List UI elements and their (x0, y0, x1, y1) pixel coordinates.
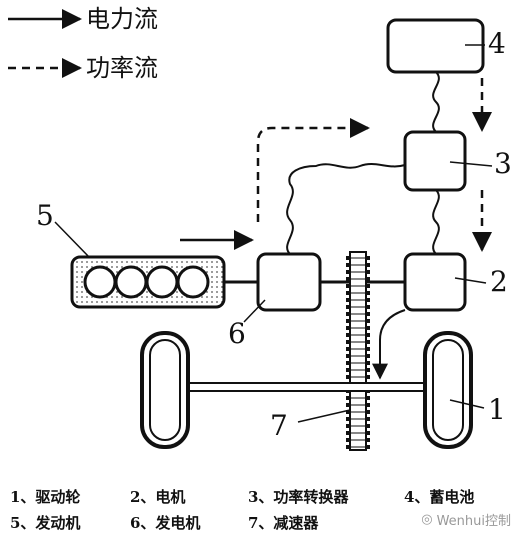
battery-converter-cable (432, 71, 440, 133)
caption-drive-wheel: 1、驱动轮 (10, 488, 81, 506)
watermark-text: Wenhui控制 (436, 514, 511, 529)
gear-tooth (366, 298, 370, 302)
caption-battery: 4、蓄电池 (404, 488, 475, 506)
gear-tooth (366, 445, 370, 449)
gear-tooth (346, 263, 350, 267)
gear-tooth (346, 438, 350, 442)
gear-tooth (346, 445, 350, 449)
generator-box (256, 252, 322, 312)
gear-tooth (366, 396, 370, 400)
callout-4: 4 (488, 27, 506, 60)
watermark: ◎ Wenhui控制 (421, 510, 511, 529)
callout-3: 3 (494, 147, 512, 180)
leader-6 (243, 299, 266, 323)
gear-tooth (346, 368, 350, 372)
caption-generator: 6、发电机 (130, 514, 201, 532)
callout-2: 2 (490, 265, 508, 298)
gear-tooth (366, 277, 370, 281)
callout-1: 1 (488, 393, 506, 426)
leader-2 (454, 277, 487, 284)
leader-3 (449, 161, 493, 167)
gear-tooth (346, 361, 350, 365)
callout-6: 6 (228, 317, 246, 350)
gear-tooth (346, 375, 350, 379)
motor-box (403, 252, 467, 312)
gear-tooth (366, 354, 370, 358)
right-wheel (423, 331, 473, 449)
gear-tooth (346, 431, 350, 435)
gear-tooth (366, 333, 370, 337)
gear-tooth (366, 326, 370, 330)
gear-tooth (346, 424, 350, 428)
gear-tooth (346, 410, 350, 414)
gear-tooth (366, 361, 370, 365)
gear-tooth (366, 438, 370, 442)
legend-power-flow-label: 电力流 (86, 5, 158, 33)
gear-tooth (366, 319, 370, 323)
caption-reducer: 7、减速器 (248, 514, 319, 532)
watermark-icon: ◎ (421, 512, 433, 527)
caption-motor: 2、电机 (130, 488, 186, 506)
gear-tooth (346, 256, 350, 260)
gear-tooth (346, 340, 350, 344)
leader-5 (54, 221, 91, 259)
gear-tooth (346, 305, 350, 309)
caption-engine: 5、发动机 (10, 514, 81, 532)
gear-tooth (346, 417, 350, 421)
gear-tooth (366, 263, 370, 267)
gear-tooth (366, 431, 370, 435)
gear-tooth (366, 410, 370, 414)
callout-7: 7 (270, 409, 288, 442)
gear-tooth (366, 368, 370, 372)
converter-motor-cable (432, 189, 440, 255)
generator-converter-cable (286, 163, 406, 255)
battery-box (386, 18, 485, 74)
leader-1 (449, 399, 485, 409)
gear-tooth (346, 312, 350, 316)
gear-tooth (346, 298, 350, 302)
gear-tooth (346, 270, 350, 274)
gear-tooth (346, 354, 350, 358)
callout-5: 5 (36, 199, 54, 232)
gear-tooth (366, 375, 370, 379)
gear-tooth (366, 291, 370, 295)
gear-tooth (346, 326, 350, 330)
gear-tooth (346, 277, 350, 281)
gear-tooth (346, 347, 350, 351)
gear-tooth (366, 347, 370, 351)
gear-tooth (366, 284, 370, 288)
leader-7 (297, 409, 351, 423)
caption-row-1: 1、驱动轮 2、电机 3、功率转换器 4、蓄电池 (10, 486, 510, 506)
dashed-flow-engine-converter (256, 118, 370, 222)
gear-tooth (366, 417, 370, 421)
caption-power-converter: 3、功率转换器 (248, 488, 349, 506)
gear-tooth (346, 403, 350, 407)
gear-tooth (366, 270, 370, 274)
caption-row-2: 5、发动机 6、发电机 7、减速器 (10, 512, 510, 532)
gear-tooth (366, 305, 370, 309)
axle (187, 382, 431, 392)
power-converter-box (403, 130, 467, 192)
gear-tooth (346, 284, 350, 288)
gear-tooth (366, 340, 370, 344)
gear-tooth (366, 312, 370, 316)
gear-tooth (346, 396, 350, 400)
engine (70, 255, 226, 309)
left-wheel (140, 331, 190, 449)
reducer-gear (346, 251, 370, 451)
gear-tooth (366, 424, 370, 428)
gear-tooth (346, 319, 350, 323)
gear-tooth (366, 403, 370, 407)
gear-tooth (346, 333, 350, 337)
legend-work-flow-label: 功率流 (86, 54, 158, 82)
gear-tooth (346, 291, 350, 295)
motor-output-arrow (372, 309, 406, 380)
gear-tooth (366, 256, 370, 260)
